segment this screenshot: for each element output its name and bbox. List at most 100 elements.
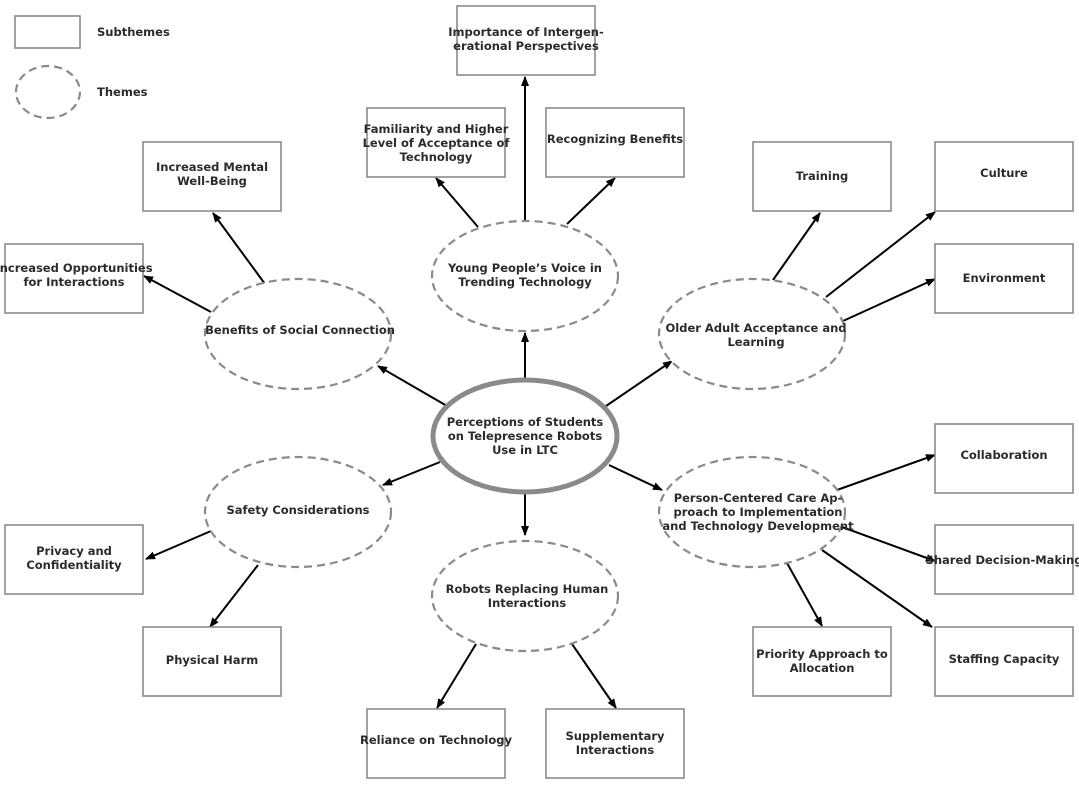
- subtheme-recognizing-label: Recognizing Benefits: [547, 132, 683, 146]
- arrow-benefits-to-opportunities: [143, 275, 212, 313]
- subtheme-staffing-label-line: Staffing Capacity: [949, 652, 1060, 666]
- subtheme-collaboration: Collaboration: [934, 423, 1074, 494]
- central-theme-label-line: on Telepresence Robots: [448, 429, 602, 443]
- arrow-person-to-priority: [786, 562, 823, 627]
- subtheme-environment-label-line: Environment: [963, 271, 1046, 285]
- arrow-center-to-person-centered: [608, 464, 663, 491]
- legend-subthemes-label: Subthemes: [97, 25, 170, 39]
- theme-robots-replacing-label-line: Robots Replacing Human: [446, 582, 609, 596]
- subtheme-intergenerational-label: Importance of Intergen-erational Perspec…: [448, 25, 604, 53]
- subtheme-collaboration-label-line: Collaboration: [960, 448, 1047, 462]
- theme-person-centered-label-line: proach to Implementation: [674, 505, 843, 519]
- arrow-person-to-staffing: [821, 549, 933, 628]
- subtheme-culture-label-line: Culture: [980, 166, 1028, 180]
- theme-older-adult-label-line: Learning: [727, 335, 784, 349]
- subtheme-intergenerational-label-line: Importance of Intergen-: [448, 25, 604, 39]
- theme-safety-label-line: Safety Considerations: [227, 503, 370, 517]
- arrow-center-to-safety: [382, 461, 441, 486]
- theme-older-adult-label-line: Older Adult Acceptance and: [666, 321, 847, 335]
- subtheme-collaboration-label: Collaboration: [960, 448, 1047, 462]
- subtheme-shared: Shared Decision-Making: [926, 524, 1079, 595]
- theme-person-centered-label: Person-Centered Care Ap-proach to Implem…: [662, 491, 854, 533]
- theme-young-people-label-line: Trending Technology: [458, 275, 592, 289]
- legend-subtheme-swatch: [14, 15, 81, 49]
- arrow-robots-to-supplementary: [571, 643, 617, 709]
- theme-person-centered-label-line: Person-Centered Care Ap-: [674, 491, 843, 505]
- subtheme-intergenerational-label-line: erational Perspectives: [453, 39, 599, 53]
- theme-person-centered-label-line: and Technology Development: [662, 519, 854, 533]
- subtheme-training-label: Training: [796, 169, 849, 183]
- subtheme-reliance-label: Reliance on Technology: [360, 733, 512, 747]
- subtheme-culture: Culture: [934, 141, 1074, 212]
- subtheme-priority-label-line: Priority Approach to: [756, 647, 888, 661]
- subtheme-training: Training: [752, 141, 892, 212]
- subtheme-reliance: Reliance on Technology: [360, 708, 512, 779]
- subtheme-environment: Environment: [934, 243, 1074, 314]
- subtheme-recognizing: Recognizing Benefits: [545, 107, 685, 178]
- theme-benefits-social: Benefits of Social Connection: [203, 277, 395, 391]
- arrow-person-to-collaboration: [836, 454, 936, 491]
- theme-person-centered: Person-Centered Care Ap-proach to Implem…: [657, 455, 854, 569]
- subtheme-opportunities-label-line: Increased Opportunities: [0, 261, 153, 275]
- arrow-robots-to-reliance: [436, 643, 477, 709]
- subtheme-intergenerational: Importance of Intergen-erational Perspec…: [448, 5, 604, 76]
- subtheme-training-label-line: Training: [796, 169, 849, 183]
- arrow-young-to-familiarity: [435, 177, 479, 228]
- subtheme-familiarity-label-line: Technology: [400, 150, 473, 164]
- subtheme-mental-label-line: Increased Mental: [156, 160, 268, 174]
- subtheme-recognizing-label-line: Recognizing Benefits: [547, 132, 683, 146]
- arrow-older-to-culture: [825, 211, 936, 298]
- legend-themes-label: Themes: [97, 85, 148, 99]
- arrow-person-to-shared: [841, 526, 936, 562]
- arrow-older-to-environment: [842, 278, 936, 322]
- arrow-young-to-recognizing: [566, 177, 616, 225]
- subtheme-opportunities-label-line: for Interactions: [24, 275, 125, 289]
- connector-arrows: [143, 76, 936, 709]
- theme-benefits-social-label-line: Benefits of Social Connection: [205, 323, 395, 337]
- subtheme-privacy-label-line: Confidentiality: [26, 558, 122, 572]
- subtheme-mental-label-line: Well-Being: [177, 174, 247, 188]
- central-theme-label-line: Use in LTC: [492, 443, 558, 457]
- legend-theme-swatch: [14, 64, 82, 120]
- subtheme-priority-label-line: Allocation: [790, 661, 855, 675]
- arrow-benefits-to-mental: [212, 212, 266, 285]
- arrow-safety-to-privacy: [145, 530, 212, 560]
- subtheme-familiarity-label-line: Familiarity and Higher: [364, 122, 509, 136]
- arrow-center-to-benefits-social: [377, 365, 448, 407]
- subtheme-shared-label: Shared Decision-Making: [926, 553, 1079, 567]
- theme-young-people-label-line: Young People’s Voice in: [447, 261, 602, 275]
- subtheme-environment-label: Environment: [963, 271, 1046, 285]
- theme-safety-label: Safety Considerations: [227, 503, 370, 517]
- arrow-safety-to-physical: [209, 564, 259, 628]
- subtheme-physical-label: Physical Harm: [166, 653, 258, 667]
- theme-safety: Safety Considerations: [203, 455, 393, 569]
- central-theme-label-line: Perceptions of Students: [447, 415, 604, 429]
- subtheme-reliance-label-line: Reliance on Technology: [360, 733, 512, 747]
- subtheme-privacy-label-line: Privacy and: [36, 544, 112, 558]
- subtheme-staffing-label: Staffing Capacity: [949, 652, 1060, 666]
- subtheme-physical: Physical Harm: [142, 626, 282, 697]
- subtheme-supplementary-label-line: Interactions: [576, 743, 655, 757]
- subtheme-familiarity-label-line: Level of Acceptance of: [363, 136, 511, 150]
- arrow-older-to-training: [772, 212, 821, 281]
- subtheme-supplementary-label-line: Supplementary: [565, 729, 665, 743]
